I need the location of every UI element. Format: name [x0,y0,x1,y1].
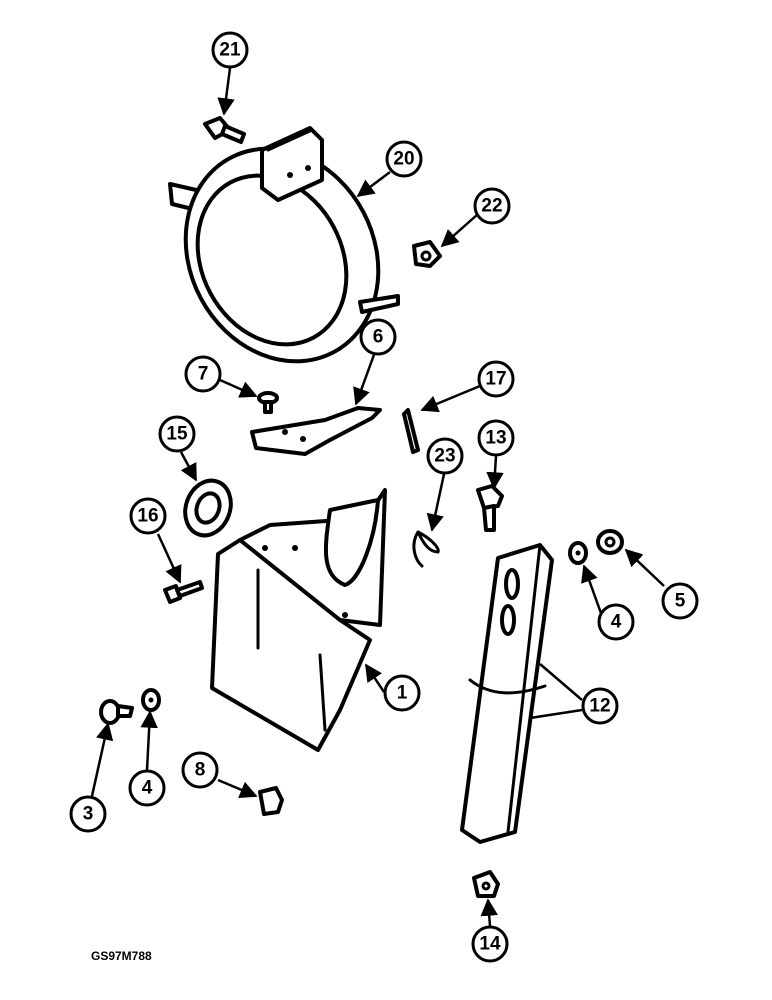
svg-text:15: 15 [166,424,188,445]
bolt-part-21 [203,116,246,144]
thumb-screw-part-3 [99,699,134,725]
svg-text:3: 3 [83,804,94,825]
svg-text:16: 16 [137,506,158,527]
svg-text:7: 7 [198,364,209,385]
svg-text:12: 12 [589,696,610,717]
svg-text:8: 8 [195,760,206,781]
svg-text:23: 23 [434,446,455,467]
callout-6: 6 [359,318,397,356]
callout-4-right: 4 [597,603,635,641]
callout-4-left: 4 [128,769,166,807]
svg-text:4: 4 [611,612,622,633]
svg-text:5: 5 [675,591,686,612]
svg-text:13: 13 [485,428,506,449]
callout-7: 7 [184,355,222,393]
callout-15: 15 [158,415,196,453]
nut-part-8 [258,786,284,816]
callout-23: 23 [426,437,464,475]
nut-part-22 [412,240,442,268]
svg-text:14: 14 [479,934,501,955]
svg-text:20: 20 [393,149,414,170]
callout-13: 13 [477,419,515,457]
callout-17: 17 [477,360,515,398]
callout-12: 12 [581,687,619,725]
washer-part-4-right [568,541,588,565]
callout-21: 21 [211,31,249,69]
bolt-part-16 [163,580,204,604]
callout-14: 14 [471,925,509,963]
callout-1: 1 [383,674,421,712]
mounting-bracket-part-1 [210,488,387,752]
callout-16: 16 [129,497,167,535]
screw-part-7 [257,391,279,414]
svg-text:21: 21 [219,40,241,61]
svg-text:6: 6 [373,327,384,348]
channel-post-part-12 [460,543,554,844]
washer-part-4-left [141,688,161,712]
svg-text:1: 1 [397,683,408,704]
nut-part-14 [472,870,500,898]
callout-5: 5 [661,582,699,620]
band-clamp-part-20 [168,126,400,364]
bearing-part-15 [183,478,233,538]
flange-bolt-part-13 [476,484,504,532]
diagram-code: GS97M788 [91,949,152,963]
nut-part-5 [596,529,624,555]
cotter-pin-part-17 [402,408,420,454]
callout-22: 22 [473,187,511,225]
hair-pin-clip-part-23 [412,530,440,568]
callout-20: 20 [385,140,423,178]
callout-3: 3 [69,795,107,833]
svg-text:22: 22 [481,196,502,217]
callout-8: 8 [181,751,219,789]
scraper-part-6 [250,406,382,456]
svg-text:17: 17 [485,369,506,390]
svg-text:4: 4 [142,778,153,799]
